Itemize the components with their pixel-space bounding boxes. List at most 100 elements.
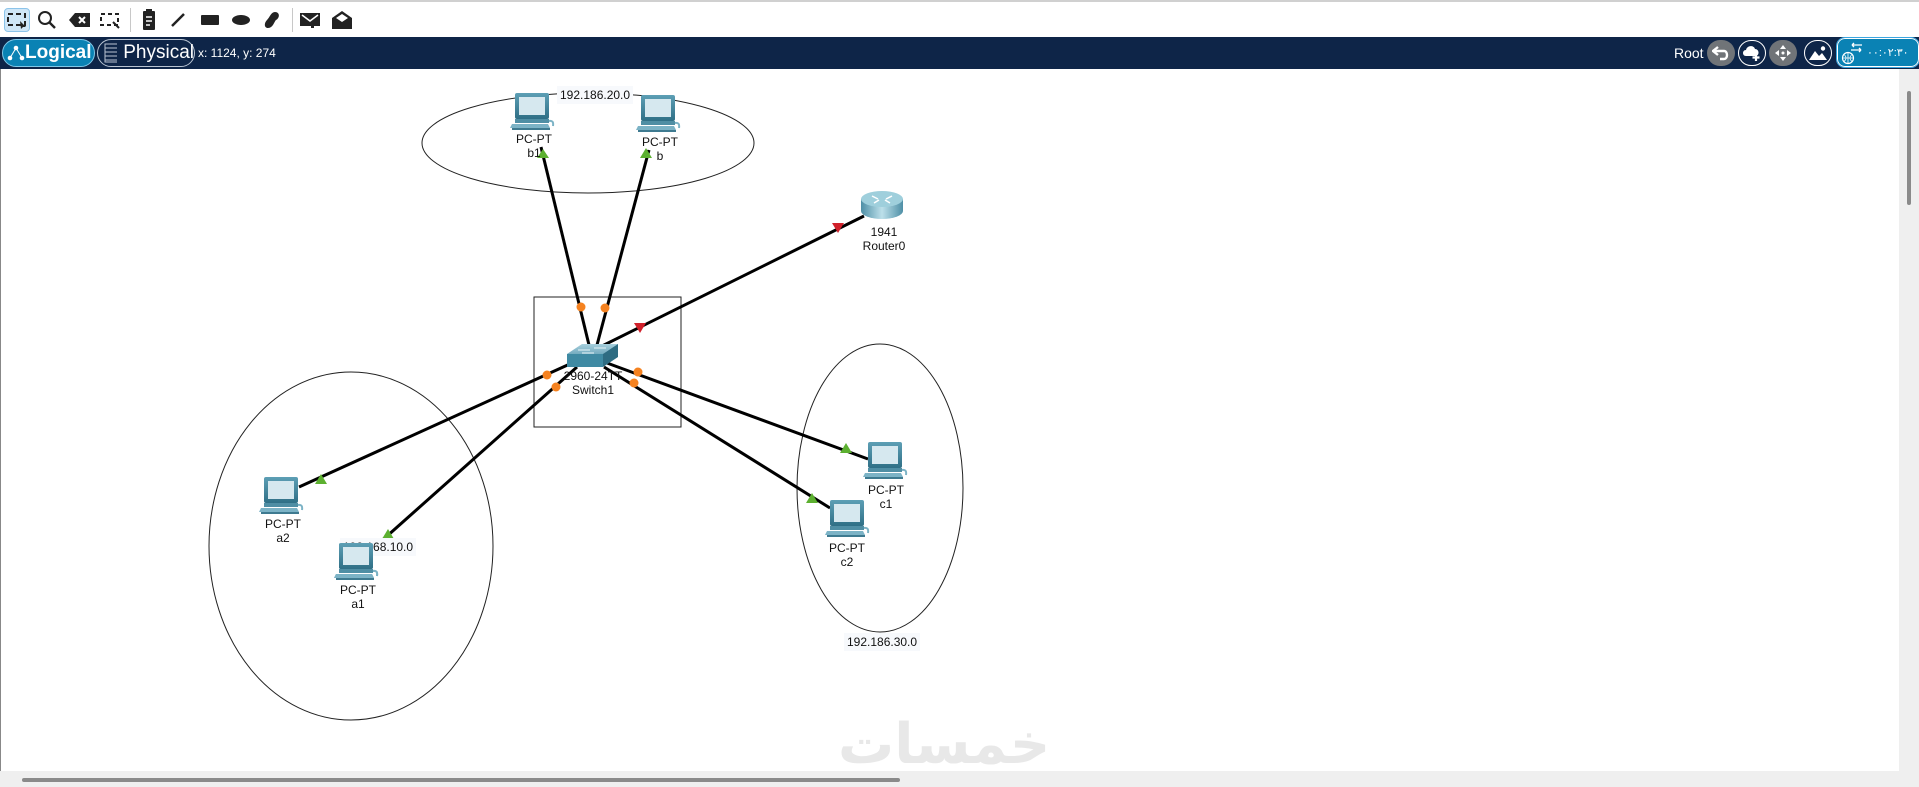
viewport-timer: ٠٠:٠٢:٣٠ — [1867, 47, 1909, 59]
landscape-image-icon — [1809, 46, 1827, 60]
resize-shape-icon — [100, 13, 120, 29]
device-model-label: PC-PT — [340, 583, 376, 597]
logical-view-label: Logical — [25, 42, 92, 63]
router-icon[interactable] — [861, 191, 903, 219]
device-model-label: PC-PT — [642, 135, 678, 149]
device-label-a2: PC-PT a2 — [265, 517, 301, 545]
switch-icon[interactable] — [567, 344, 618, 367]
magnify-icon — [38, 11, 56, 29]
logical-view-tab[interactable]: Logical — [2, 39, 95, 67]
back-button[interactable] — [1707, 40, 1735, 66]
device-model-label: PC-PT — [265, 517, 301, 531]
port-status-up-icon — [537, 149, 549, 158]
marquee-select-icon — [7, 13, 26, 29]
port-status-up-icon — [806, 493, 818, 503]
draw-line-tool-button[interactable] — [165, 8, 191, 32]
switch-area-rectangle[interactable] — [533, 296, 682, 428]
resize-shape-tool-button[interactable] — [97, 8, 123, 32]
port-status-pending-icon — [633, 367, 643, 377]
device-model-label: 2960-24TT — [563, 369, 623, 383]
device-label-switch1: 2960-24TT Switch1 — [564, 369, 623, 397]
network-label-20[interactable]: 192.186.20.0 — [557, 86, 634, 104]
device-label-router0: 1941 Router0 — [863, 225, 906, 253]
device-label-c1: PC-PT c1 — [868, 483, 904, 511]
port-status-up-icon — [315, 474, 327, 484]
link-status-markers — [315, 148, 852, 539]
delete-icon — [69, 13, 90, 27]
device-name-label: c1 — [879, 497, 893, 511]
link-switch1-b[interactable] — [595, 149, 651, 346]
device-label-a1: PC-PT a1 — [340, 583, 376, 611]
add-simple-pdu-button[interactable] — [297, 8, 323, 32]
device-label-b: PC-PT b — [642, 135, 678, 163]
watermark-text: خمسات — [838, 712, 1051, 777]
pc-icon-c2[interactable] — [824, 499, 870, 538]
logical-topology-icon — [7, 45, 25, 61]
device-label-b1: PC-PT b1 — [516, 132, 552, 160]
device-model-label: PC-PT — [829, 541, 865, 555]
viewport-timer-button[interactable]: ٠٠:٠٢:٣٠ — [1836, 37, 1919, 68]
draw-freeform-tool-button[interactable] — [259, 8, 285, 32]
device-name-label: a2 — [276, 531, 290, 545]
select-tool-button[interactable] — [4, 8, 30, 32]
note-icon — [143, 9, 155, 30]
inspect-tool-button[interactable] — [34, 8, 60, 32]
physical-view-tab[interactable]: Physical — [97, 39, 195, 67]
move-object-button[interactable] — [1769, 40, 1797, 66]
link-switch1-c1[interactable] — [606, 361, 869, 461]
logical-workspace-canvas[interactable] — [0, 69, 1899, 771]
port-status-pending-icon — [551, 382, 561, 392]
rectangle-icon — [201, 15, 219, 25]
link-switch1-b1[interactable] — [539, 146, 591, 346]
links-layer — [298, 146, 869, 547]
root-label: Root — [1674, 45, 1704, 61]
toolbar-separator — [292, 8, 293, 32]
add-complex-pdu-button[interactable] — [329, 8, 355, 32]
pc-icon-a1-overlay — [333, 542, 379, 581]
link-switch1-a1[interactable] — [376, 365, 578, 547]
draw-rectangle-tool-button[interactable] — [197, 8, 223, 32]
port-status-pending-icon — [576, 302, 586, 312]
device-model-label: PC-PT — [516, 132, 552, 146]
port-status-down-icon — [832, 223, 844, 233]
set-tiled-background-button[interactable] — [1804, 40, 1832, 66]
pc-icon-b[interactable] — [635, 94, 681, 133]
place-note-tool-button[interactable] — [136, 8, 162, 32]
physical-view-label: Physical — [123, 42, 194, 63]
new-cluster-button[interactable] — [1738, 40, 1766, 66]
move-arrows-icon — [1775, 45, 1791, 61]
pc-icon-c1[interactable] — [862, 441, 908, 480]
back-arrow-icon — [1712, 46, 1729, 61]
toolbar-separator — [130, 8, 131, 32]
pc-icon-a2[interactable] — [258, 476, 304, 515]
device-name-label: Router0 — [862, 239, 906, 253]
freeform-icon — [264, 12, 279, 28]
workspace-navbar: Logical Physical x: 1124, y: 274 Root ٠٠… — [0, 37, 1919, 69]
cloud-add-icon — [1743, 46, 1760, 61]
network-label-30[interactable]: 192.186.30.0 — [844, 633, 921, 651]
horizontal-scrollbar[interactable] — [0, 771, 1919, 787]
link-switch1-c2[interactable] — [603, 365, 831, 510]
vertical-scrollbar[interactable] — [1899, 69, 1919, 771]
port-status-pending-icon — [542, 370, 552, 380]
port-status-up-icon — [382, 529, 394, 539]
cursor-coordinates: x: 1124, y: 274 — [198, 46, 276, 60]
horizontal-scrollbar-thumb[interactable] — [22, 778, 900, 782]
device-label-c2: PC-PT c2 — [829, 541, 865, 569]
port-status-pending-icon — [600, 303, 610, 313]
port-status-up-icon — [840, 443, 852, 453]
delete-tool-button[interactable] — [67, 8, 93, 32]
closed-envelope-icon — [300, 13, 320, 28]
draw-ellipse-tool-button[interactable] — [228, 8, 254, 32]
globe-arrows-icon — [1841, 42, 1862, 64]
pc-icon-b1[interactable] — [509, 92, 555, 131]
link-switch1-a2[interactable] — [298, 361, 573, 489]
line-icon — [171, 13, 185, 27]
device-name-label: Switch1 — [571, 383, 615, 397]
vertical-scrollbar-thumb[interactable] — [1907, 91, 1911, 205]
network-area-ellipse-10[interactable] — [208, 371, 494, 721]
device-name-label: a1 — [351, 597, 365, 611]
network-area-ellipse-20[interactable] — [421, 92, 755, 194]
device-name-label: b — [656, 149, 664, 163]
